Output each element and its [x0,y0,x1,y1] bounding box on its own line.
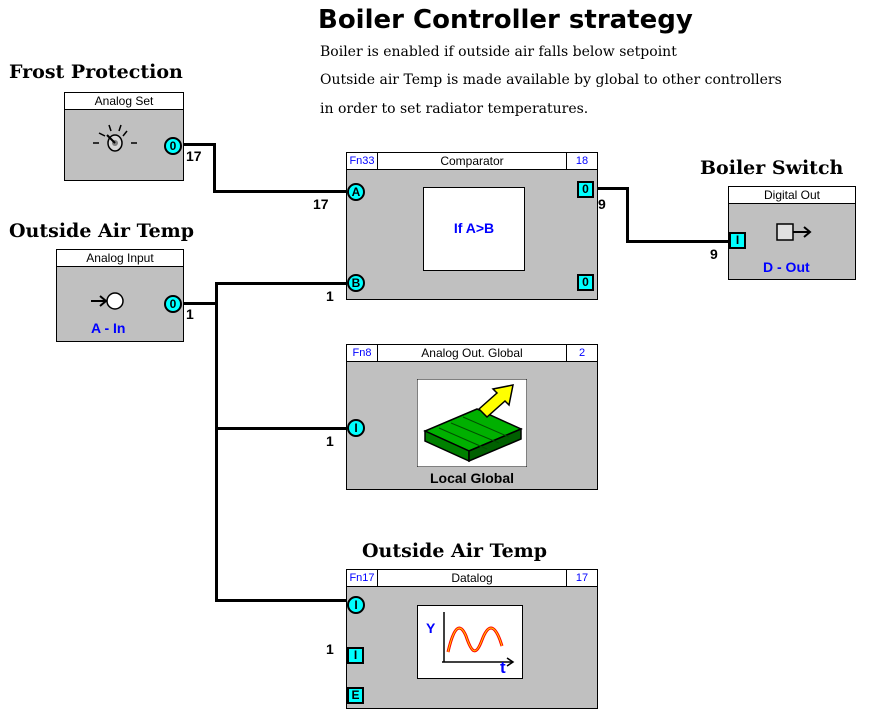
block-header: Digital Out [729,187,855,204]
wire-value: 1 [326,641,334,657]
wire-value: 1 [326,288,334,304]
wire-segment [213,143,216,193]
datalog-graph-panel: Y t [417,605,523,679]
block-name: Datalog [377,570,567,586]
output-port[interactable]: 0 [164,295,182,313]
block-caption: D - Out [763,259,810,275]
page-title: Boiler Controller strategy [318,5,693,35]
block-header: Fn33 Comparator 18 [347,153,597,170]
block-header: Fn17 Datalog 17 [347,570,597,587]
wire-segment [183,302,218,305]
outside-air-temp-label: Outside Air Temp [9,220,194,242]
wire-value: 17 [313,196,329,212]
input-port[interactable]: I [729,232,746,249]
block-index: 18 [566,153,597,169]
analog-out-global-block[interactable]: Fn8 Analog Out. Global 2 I Local Global [346,344,598,490]
comparator-expression: If A>B [424,220,524,236]
wire-value: 1 [326,433,334,449]
wire-value: 17 [186,148,202,164]
analog-input-block[interactable]: Analog Input 0 A - In [56,249,184,342]
output-port-1[interactable]: 0 [577,181,594,198]
boiler-switch-label: Boiler Switch [700,157,843,179]
input-port-1[interactable]: I [347,596,365,614]
comparator-expression-panel: If A>B [423,187,525,271]
wire-segment [215,599,347,602]
function-number: Fn8 [347,345,378,361]
input-port-b[interactable]: B [347,274,365,292]
analog-input-icon [89,290,129,312]
setpoint-knob-icon [85,121,145,161]
digital-out-block[interactable]: Digital Out I D - Out [728,186,856,280]
block-name: Digital Out [729,187,855,203]
wire-segment [213,190,347,193]
block-index: 17 [566,570,597,586]
block-name: Analog Set [65,93,183,109]
wire-segment [215,282,218,602]
analog-set-block[interactable]: Analog Set 0 [64,92,184,181]
output-port[interactable]: 0 [164,137,182,155]
wire-value: 1 [186,306,194,322]
enable-port[interactable]: E [347,687,364,704]
input-port-2[interactable]: I [347,647,364,664]
frost-protection-label: Frost Protection [9,61,183,83]
comparator-block[interactable]: Fn33 Comparator 18 If A>B A B 0 0 [346,152,598,300]
block-name: Analog Input [57,250,183,266]
output-port-2[interactable]: 0 [577,274,594,291]
digital-output-icon [775,221,815,243]
wire-value: 9 [710,246,718,262]
block-caption: Local Global [347,470,597,486]
axis-label-y: Y [426,620,435,636]
description-line-1: Boiler is enabled if outside air falls b… [320,44,677,60]
block-caption: A - In [91,320,125,336]
outside-air-temp-datalog-label: Outside Air Temp [362,540,547,562]
block-header: Analog Set [65,93,183,110]
input-port[interactable]: I [347,419,365,437]
wire-segment [594,187,628,190]
description-line-2: Outside air Temp is made available by gl… [320,72,782,88]
trend-graph-icon [418,606,522,678]
datalog-block[interactable]: Fn17 Datalog 17 Y t I I E [346,569,598,709]
wire-segment [626,187,629,243]
wire-segment [183,143,216,146]
wire-segment [215,427,347,430]
description-line-3: in order to set radiator temperatures. [320,101,588,117]
block-header: Analog Input [57,250,183,267]
network-global-icon [417,379,527,467]
block-header: Fn8 Analog Out. Global 2 [347,345,597,362]
block-index: 2 [566,345,597,361]
block-name: Analog Out. Global [377,345,567,361]
wire-segment [626,240,730,243]
wire-segment [215,282,347,285]
block-name: Comparator [377,153,567,169]
function-number: Fn17 [347,570,378,586]
axis-label-t: t [500,658,506,678]
function-number: Fn33 [347,153,378,169]
input-port-a[interactable]: A [347,183,365,201]
wire-value: 9 [598,196,606,212]
